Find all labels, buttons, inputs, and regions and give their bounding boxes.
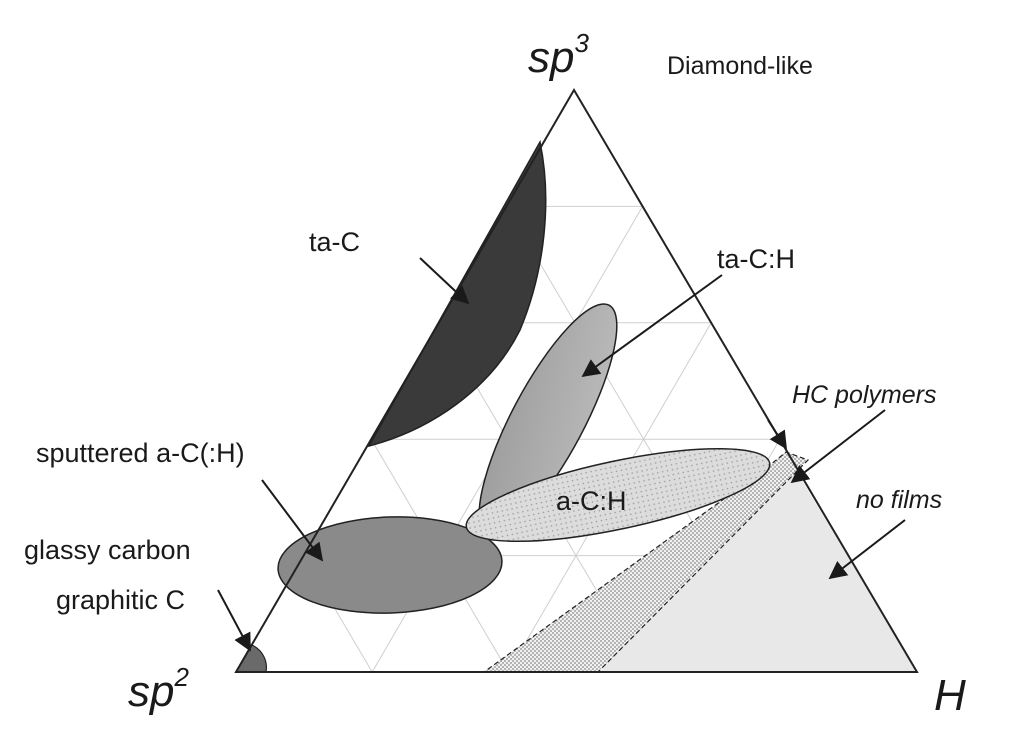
glassy-carbon-region	[234, 644, 267, 673]
ta-c-h-arrow	[581, 274, 723, 378]
hc-polymers-label: HC polymers	[792, 381, 936, 409]
glassy-carbon-label: glassy carbon	[24, 535, 191, 565]
a-c-h-label: a-C:H	[556, 486, 627, 516]
corner-left-label: sp2	[128, 662, 189, 716]
hc-polymers-arrow	[790, 409, 886, 484]
graphitic-c-label: graphitic C	[56, 585, 185, 615]
corner-right-label: H	[934, 671, 966, 720]
hc-polymers-edge-arrow	[767, 419, 787, 450]
no-films-arrow	[828, 519, 906, 580]
no-films-label: no films	[856, 486, 942, 514]
sputtered-region	[277, 516, 503, 614]
ta-c-h-label: ta-C:H	[717, 244, 795, 274]
glassy-carbon-arrow	[217, 589, 251, 652]
sputtered-arrow	[261, 479, 324, 562]
sputtered-label: sputtered a-C(:H)	[36, 438, 245, 468]
corner-top-label: sp3	[528, 28, 589, 82]
a-c-h-region	[465, 447, 771, 543]
triangle-outline	[234, 88, 919, 673]
ta-c-arrow	[419, 257, 470, 305]
ta-c-label: ta-C	[309, 227, 360, 257]
diagram-title: Diamond-like	[667, 52, 813, 80]
hc-polymers-region	[482, 451, 810, 673]
no-films-region	[600, 452, 917, 672]
